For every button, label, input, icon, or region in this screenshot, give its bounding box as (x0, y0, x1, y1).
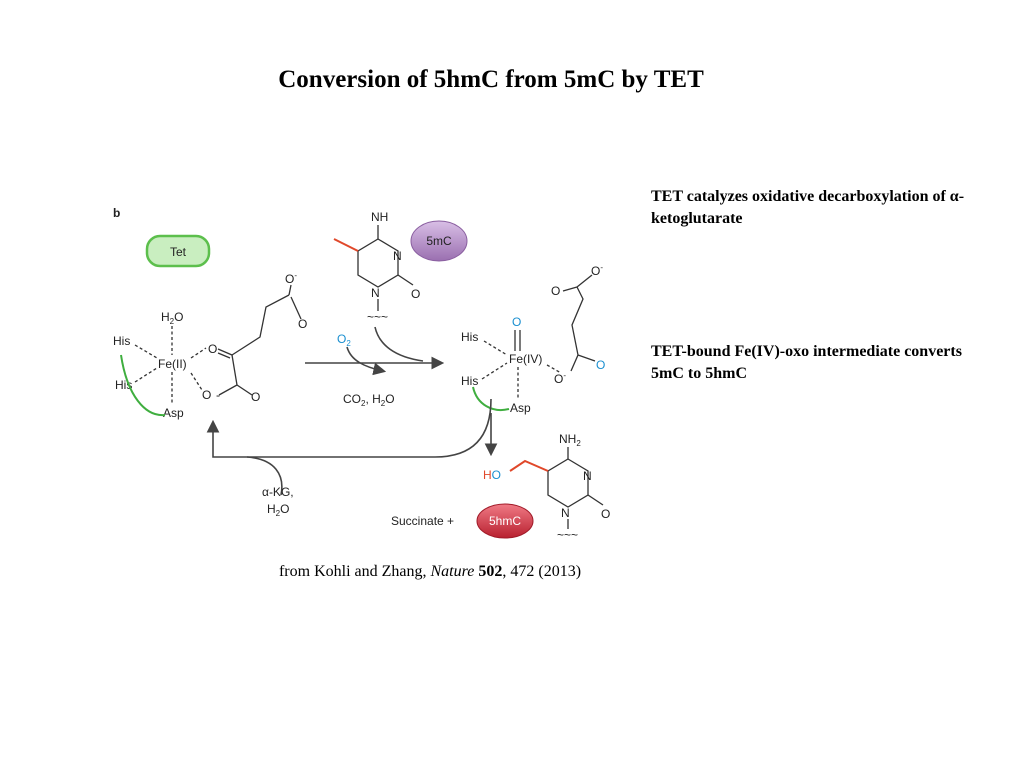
5mc-methyl-group (333, 238, 359, 252)
citation-journal: Nature (430, 563, 475, 580)
succinate-o-left: O (551, 284, 560, 298)
fe4-asp: Asp (510, 401, 531, 415)
succinate-o-minus: O- (554, 371, 566, 386)
o2-label: O2 (337, 332, 351, 348)
akg-o-minus: - (216, 388, 220, 402)
5hmc-ho: HO (483, 468, 501, 482)
akg-o-top: O (208, 342, 217, 356)
5hmc-nh2: NH2 (559, 432, 581, 448)
5hmc-n1: N (561, 506, 570, 520)
akg-o-bottom: O (202, 388, 211, 402)
akg-label: α-KG, (262, 485, 294, 499)
5mc-n3: N (393, 249, 402, 263)
5mc-nh: NH (371, 210, 388, 224)
succinate-label: Succinate + (391, 514, 454, 528)
akg-water-label: H2O (267, 502, 289, 518)
note-1-prefix: TET catalyzes oxidative decarboxylation … (651, 188, 950, 205)
fe4-his-bottom: His (461, 374, 478, 388)
fe2-asp: Asp (163, 406, 184, 420)
citation-prefix: from Kohli and Zhang, (278, 563, 431, 580)
succinate-o-top: O- (591, 263, 603, 278)
5mc-sugar-link: ~~~ (367, 310, 388, 324)
5mc-n1: N (371, 286, 380, 300)
5hmc-sugar-link: ~~~ (557, 528, 578, 542)
5mc-o2: O (411, 287, 420, 301)
fe4-protein-backbone (472, 386, 510, 411)
note-oxidative-decarboxylation: TET catalyzes oxidative decarboxylation … (651, 186, 981, 230)
succinate-o-blue: O (596, 358, 605, 372)
akg-o-right: O (251, 390, 260, 404)
akg-carboxylate-o-top: O- (285, 271, 297, 286)
fe4-label: Fe(IV) (509, 352, 542, 366)
regeneration-arrow (206, 398, 492, 458)
fe4-complex: Fe(IV) O His His Asp O- O O- O (461, 263, 605, 415)
fe2-protein-backbone (120, 354, 166, 417)
substrate-entry-curve (374, 326, 424, 362)
citation: from Kohli and Zhang, Nature 502, 472 (2… (150, 563, 710, 581)
alpha-symbol: α (949, 188, 959, 205)
tet-label: Tet (170, 245, 187, 259)
tet-reaction-diagram: b Tet Fe(II) H2O His His Asp O O O - O- … (113, 206, 610, 542)
fe2-water: H2O (161, 310, 183, 326)
5hmc-hydroxymethyl (509, 459, 549, 472)
citation-volume: 502 (478, 563, 503, 580)
5hmc-label: 5hmC (489, 514, 521, 528)
slide-title: Conversion of 5hmC from 5mC by TET (278, 66, 704, 93)
5hmc-o2: O (601, 507, 610, 521)
5hmc-n3: N (583, 469, 592, 483)
co2-h2o-label: CO2, H2O (343, 392, 395, 408)
fe4-his-top: His (461, 330, 478, 344)
fe2-complex: Fe(II) H2O His His Asp O O O - O- O (113, 271, 307, 420)
panel-label: b (113, 206, 120, 220)
akg-carboxylate-o-bottom: O (298, 317, 307, 331)
note-1-suffix: -ketoglutarate (651, 188, 965, 227)
5hmc-nucleobase: NH2 N N O HO ~~~ (483, 432, 610, 542)
akg-entry-curve (246, 456, 283, 496)
fe2-his-top: His (113, 334, 130, 348)
citation-suffix: , 472 (2013) (502, 563, 582, 580)
o2-entry-arrow (346, 346, 387, 376)
5hmc-badge: 5hmC (476, 503, 534, 539)
5mc-label: 5mC (426, 234, 452, 248)
note-fe-iv-oxo: TET-bound Fe(IV)-oxo intermediate conver… (651, 343, 962, 382)
5mc-badge: 5mC (410, 220, 468, 262)
fe2-label: Fe(II) (158, 357, 187, 371)
5mc-nucleobase: NH N N O ~~~ (333, 210, 420, 324)
tet-badge: Tet (145, 234, 211, 268)
fe4-oxo-o: O (512, 315, 521, 329)
